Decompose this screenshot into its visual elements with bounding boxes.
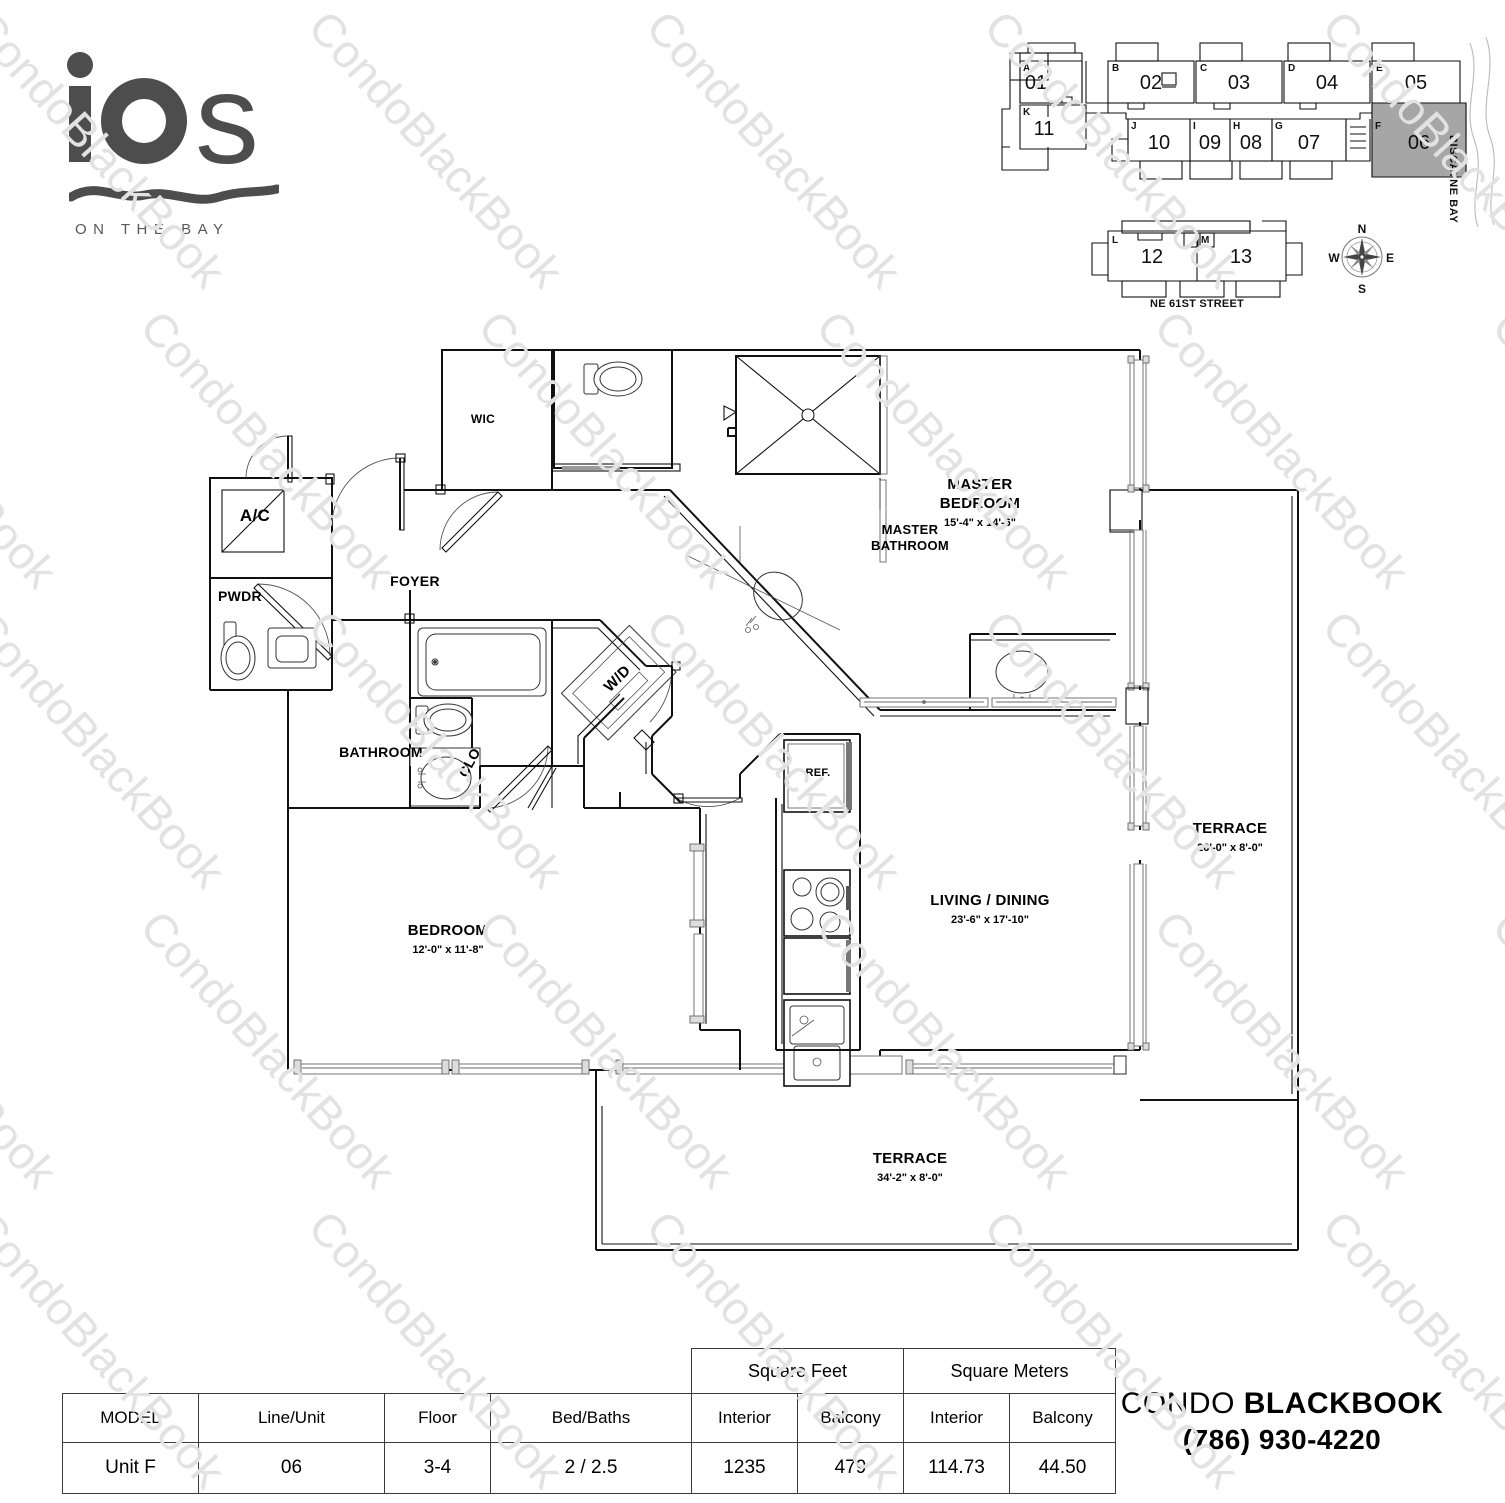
keyplan-unit-08: 08 — [1240, 132, 1262, 154]
logo-wave-icon — [69, 184, 279, 204]
keyplan-letter-l: L — [1112, 235, 1118, 246]
keyplan-letter-k: K — [1023, 107, 1031, 118]
keyplan-bay-label: BISCAYNE BAY — [1447, 135, 1459, 223]
room-label-living-dining: LIVING / DINING 23'-6" x 17'-10" — [930, 892, 1050, 926]
header-sqft-interior: Interior — [691, 1393, 798, 1443]
header-sqft-balcony: Balcony — [797, 1393, 904, 1443]
table-row: Unit F 06 3-4 2 / 2.5 1235 479 114.73 44… — [62, 1442, 1116, 1494]
room-label-bathroom: BATHROOM — [339, 744, 423, 760]
watermark-text: CondoBlackBook — [298, 0, 574, 298]
watermark-text: CondoBlackBook — [0, 300, 68, 598]
keyplan-letter-g: G — [1275, 121, 1283, 132]
header-line-unit: Line/Unit — [198, 1393, 385, 1443]
room-label-wic: WIC — [470, 412, 496, 426]
cell-sqm-interior: 114.73 — [903, 1442, 1010, 1494]
key-plan: 01 11 02 03 04 05 10 09 08 07 06 12 13 A… — [1000, 35, 1505, 310]
watermark-text: CondoBlackBook — [1482, 300, 1505, 598]
keyplan-unit-12: 12 — [1141, 246, 1163, 268]
brand-name-part1: CONDO — [1120, 1387, 1244, 1420]
project-logo: s ON THE BAY — [55, 38, 305, 238]
compass-west-label: W — [1328, 251, 1340, 265]
keyplan-letter-d: D — [1288, 63, 1295, 74]
brand-name-part2: BLACKBOOK — [1243, 1387, 1444, 1420]
keyplan-letter-f: F — [1375, 121, 1381, 132]
cell-sqft-balcony: 479 — [797, 1442, 904, 1494]
keyplan-unit-04: 04 — [1316, 72, 1338, 94]
keyplan-unit-06: 06 — [1408, 132, 1430, 154]
watermark-text: CondoBlackBook — [1312, 600, 1505, 898]
keyplan-street-label: NE 61ST STREET — [1150, 298, 1244, 310]
keyplan-letter-e: E — [1376, 63, 1383, 74]
group-header-square-feet: Square Feet — [691, 1348, 904, 1394]
watermark-text: CondoBlackBook — [636, 0, 912, 298]
keyplan-unit-05: 05 — [1405, 72, 1427, 94]
room-label-refrigerator: REF. — [805, 767, 831, 779]
keyplan-unit-07: 07 — [1298, 132, 1320, 154]
header-sqm-interior: Interior — [903, 1393, 1010, 1443]
compass-north-label: N — [1358, 222, 1367, 236]
cell-line-unit: 06 — [198, 1442, 385, 1494]
keyplan-unit-03: 03 — [1228, 72, 1250, 94]
brand-phone: (786) 930-4220 — [1182, 1424, 1382, 1455]
keyplan-unit-01: 01 — [1025, 72, 1047, 94]
header-bed-baths: Bed/Baths — [490, 1393, 692, 1443]
keyplan-unit-09: 09 — [1199, 132, 1221, 154]
keyplan-letter-m: M — [1201, 235, 1209, 246]
logo-o-ring — [101, 78, 187, 164]
room-label-terrace-south: TERRACE 34'-2" x 8'-0" — [872, 1150, 948, 1184]
logo-i-dot — [67, 52, 93, 78]
compass-rose — [1341, 236, 1383, 278]
unit-floor-plan: .w { fill:none; stroke:#111; stroke-widt… — [180, 330, 1340, 1270]
keyplan-unit-11: 11 — [1034, 118, 1055, 140]
group-header-square-meters: Square Meters — [903, 1348, 1116, 1394]
cell-floor: 3-4 — [384, 1442, 491, 1494]
cell-model: Unit F — [62, 1442, 199, 1494]
keyplan-letter-a: A — [1023, 63, 1030, 74]
header-model: MODEL — [62, 1393, 199, 1443]
header-sqm-balcony: Balcony — [1009, 1393, 1116, 1443]
table-group-header-row: Square Feet Square Meters — [63, 1348, 1116, 1394]
keyplan-letter-i: I — [1193, 121, 1196, 132]
keyplan-unit-02: 02 — [1140, 72, 1162, 94]
room-label-ac-closet: A/C — [239, 506, 271, 525]
room-label-terrace-east: TERRACE 26'-0" x 8'-0" — [1192, 820, 1268, 854]
compass-east-label: E — [1386, 251, 1394, 265]
cell-sqft-interior: 1235 — [691, 1442, 798, 1494]
logo-tagline: ON THE BAY — [75, 221, 230, 238]
keyplan-letter-j: J — [1131, 121, 1137, 132]
logo-s-letter: s — [195, 48, 259, 191]
room-label-master-bedroom: MASTER BEDROOM 15'-4" x 14'-6" — [939, 476, 1021, 529]
logo-wordmark: s — [55, 38, 285, 204]
logo-i-stem — [69, 86, 91, 162]
room-label-bedroom: BEDROOM 12'-0" x 11'-8" — [407, 922, 489, 956]
watermark-text: CondoBlackBook — [0, 900, 68, 1198]
compass-south-label: S — [1358, 282, 1366, 296]
room-label-master-bathroom: MASTER BATHROOM — [871, 522, 949, 554]
keyplan-letter-c: C — [1200, 63, 1207, 74]
keyplan-letter-b: B — [1112, 63, 1119, 74]
cell-sqm-balcony: 44.50 — [1009, 1442, 1116, 1494]
watermark-text: CondoBlackBook — [1482, 900, 1505, 1198]
table-header-row: MODEL Line/Unit Floor Bed/Baths Interior… — [62, 1393, 1116, 1443]
room-label-foyer: FOYER — [390, 573, 440, 589]
keyplan-letter-h: H — [1233, 121, 1240, 132]
cell-bed-baths: 2 / 2.5 — [490, 1442, 692, 1494]
brand-contact-block: CONDO BLACKBOOK (786) 930-4220 — [1087, 1387, 1477, 1456]
keyplan-unit-10: 10 — [1148, 132, 1170, 154]
header-floor: Floor — [384, 1393, 491, 1443]
room-label-powder-room: PWDR — [218, 588, 262, 604]
brand-name: CONDO BLACKBOOK — [1087, 1387, 1477, 1421]
unit-spec-table: Square Feet Square Meters MODEL Line/Uni… — [62, 1348, 1116, 1494]
keyplan-unit-13: 13 — [1230, 246, 1252, 268]
